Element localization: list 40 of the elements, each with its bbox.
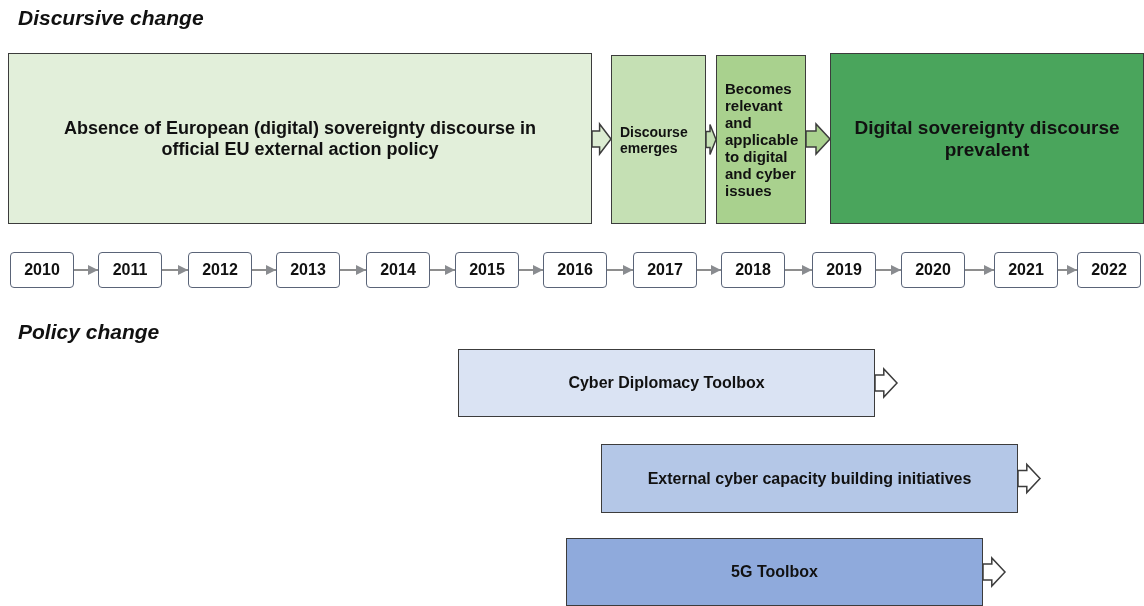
year-box: 2018 <box>721 252 785 288</box>
arrow <box>161 265 189 275</box>
block-arrow <box>1017 462 1042 495</box>
stage-box: Becomes relevant and applicable to digital and cyber issues <box>716 55 806 224</box>
year-box: 2015 <box>455 252 519 288</box>
year-box: 2016 <box>543 252 607 288</box>
year-box: 2013 <box>276 252 340 288</box>
section-heading: Discursive change <box>18 6 204 30</box>
arrow <box>518 265 544 275</box>
block-arrow <box>591 121 612 157</box>
year-box: 2010 <box>10 252 74 288</box>
stage-box: Digital sovereignty discourse prevalent <box>830 53 1144 224</box>
arrow <box>73 265 99 275</box>
stage-box: Absence of European (digital) sovereignty discourse in official EU external action policy <box>8 53 592 224</box>
block-arrow <box>982 556 1007 588</box>
arrow <box>251 265 277 275</box>
block-arrow <box>705 123 717 156</box>
arrow <box>606 265 634 275</box>
arrow <box>964 265 995 275</box>
arrow <box>875 265 902 275</box>
section-heading: Policy change <box>18 320 160 344</box>
arrow <box>696 265 722 275</box>
arrow <box>784 265 813 275</box>
block-arrow <box>874 367 899 399</box>
year-box: 2022 <box>1077 252 1141 288</box>
year-box: 2021 <box>994 252 1058 288</box>
block-arrow <box>805 122 832 156</box>
year-box: 2011 <box>98 252 162 288</box>
year-box: 2019 <box>812 252 876 288</box>
policy-bar: 5G Toolbox <box>566 538 983 606</box>
arrow <box>339 265 367 275</box>
year-box: 2017 <box>633 252 697 288</box>
arrow <box>1057 265 1078 275</box>
year-box: 2012 <box>188 252 252 288</box>
year-box: 2020 <box>901 252 965 288</box>
year-box: 2014 <box>366 252 430 288</box>
policy-bar: External cyber capacity building initiatives <box>601 444 1018 513</box>
arrow <box>429 265 456 275</box>
policy-bar: Cyber Diplomacy Toolbox <box>458 349 875 417</box>
stage-box: Discourse emerges <box>611 55 706 224</box>
